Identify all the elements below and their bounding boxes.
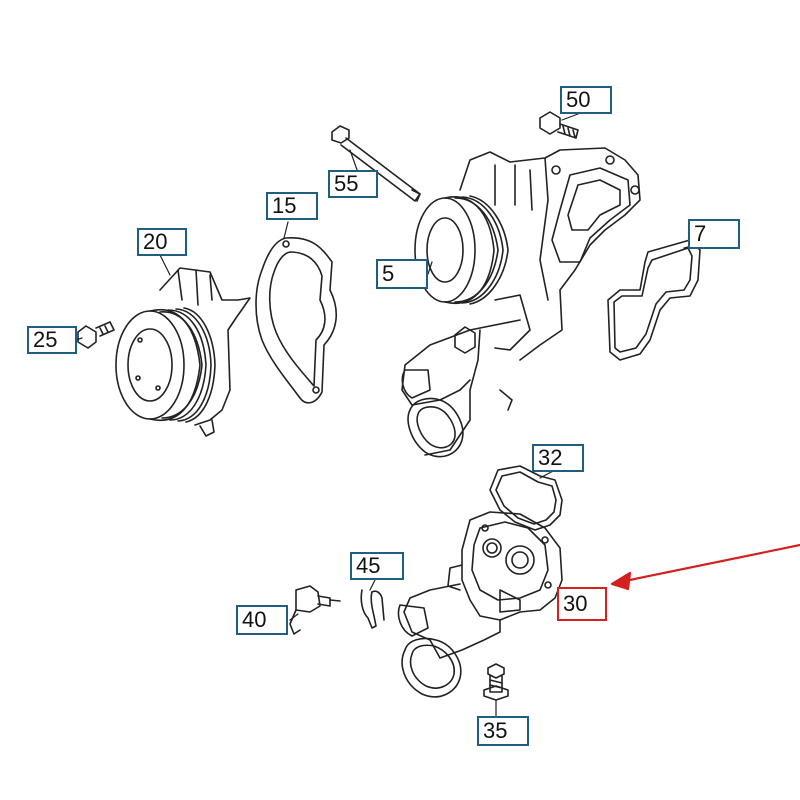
callout-40: 40 [236,605,288,635]
sensor-40 [289,585,341,635]
callout-7: 7 [688,219,740,249]
callout-50: 50 [560,86,612,114]
callout-55: 55 [328,170,378,198]
long-bolt-55 [331,125,421,202]
callout-20: 20 [137,228,187,256]
callout-32: 32 [532,444,584,472]
water-pump-20 [115,267,251,437]
bolt-50 [539,111,579,139]
callout-25: 25 [27,326,77,354]
callout-30-highlighted: 30 [557,587,607,621]
clip-45 [360,589,385,629]
water-pump-5 [401,147,641,458]
bolt-25 [77,321,115,349]
gasket-7 [607,239,701,361]
callout-35: 35 [477,716,529,746]
thermostat-housing-30 [397,511,563,698]
highlight-arrow [610,543,800,591]
callout-15: 15 [266,192,318,220]
callout-5: 5 [376,259,428,289]
bolt-35 [483,663,509,701]
callout-45: 45 [350,552,404,580]
gasket-15 [255,237,337,404]
gasket-32 [489,465,563,531]
